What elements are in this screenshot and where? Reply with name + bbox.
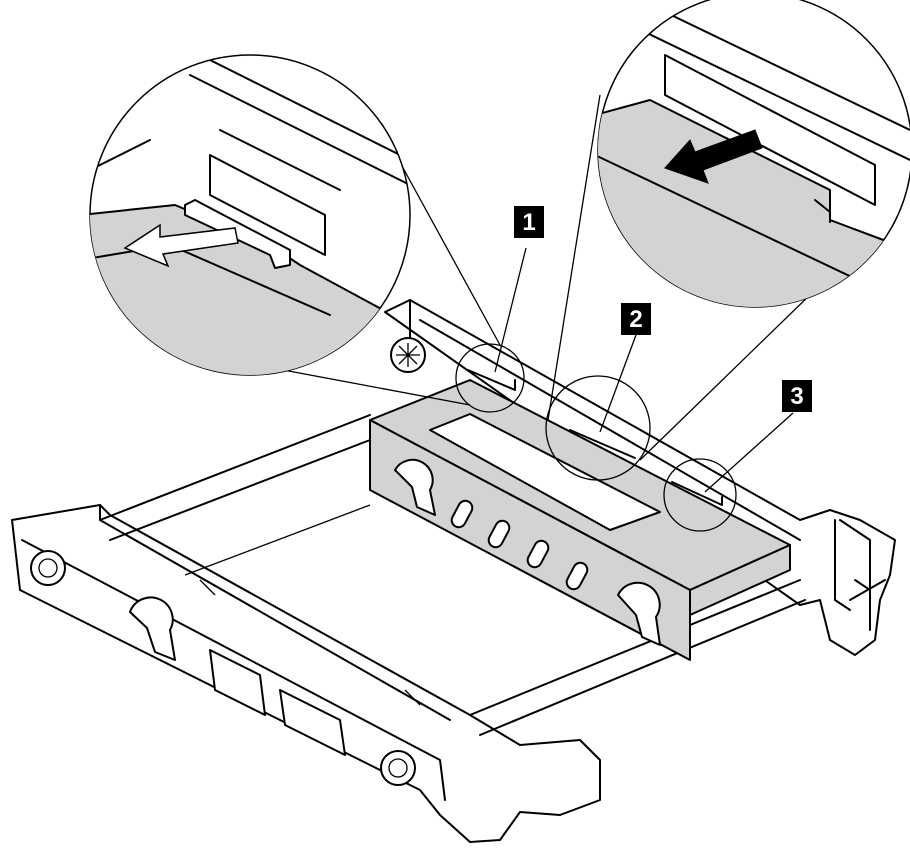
detail-circle-3	[663, 458, 737, 532]
callout-3: 3	[782, 380, 812, 412]
detail-circle-1	[455, 343, 525, 413]
callout-2: 2	[621, 303, 651, 335]
front-rail-details	[30, 550, 416, 786]
callout-3-leader	[704, 412, 794, 493]
right-floor-rail	[469, 579, 806, 736]
front-keyhole	[129, 596, 176, 661]
detail-tab-1	[467, 369, 516, 391]
front-slot-1	[209, 649, 266, 716]
front-slot-2	[279, 689, 346, 756]
vent-slots	[450, 499, 589, 591]
arrow-icon	[664, 129, 763, 184]
screw-icon	[380, 750, 416, 786]
inner-floor-line	[184, 504, 421, 706]
rear-screw-icon	[390, 337, 426, 373]
rear-rail-edge	[409, 299, 886, 601]
keyhole-icon	[617, 581, 661, 646]
arrow-icon	[123, 223, 239, 268]
magnifier-right	[597, 0, 910, 308]
left-floor-rail	[99, 414, 371, 541]
rear-corner-posts	[834, 519, 871, 631]
magnifier-leader-right	[547, 94, 816, 461]
front-rail	[11, 504, 601, 843]
keyhole-icon	[394, 458, 436, 516]
callout-1-leader	[494, 247, 527, 373]
detail-tab-3	[671, 481, 723, 506]
svg-text:3: 3	[790, 383, 803, 410]
detail-circle-2	[545, 375, 651, 481]
drive-unit	[369, 379, 791, 661]
callout-1: 1	[514, 206, 544, 238]
screw-icon	[30, 550, 66, 586]
svg-text:1: 1	[522, 209, 535, 236]
drive-top-label	[429, 413, 661, 531]
drive-front-face	[369, 419, 691, 661]
svg-text:2: 2	[629, 306, 642, 333]
callout-2-leader	[599, 334, 637, 433]
drive-side-face	[689, 544, 791, 616]
magnifier-left	[89, 54, 411, 376]
detail-tab-2	[569, 429, 636, 459]
